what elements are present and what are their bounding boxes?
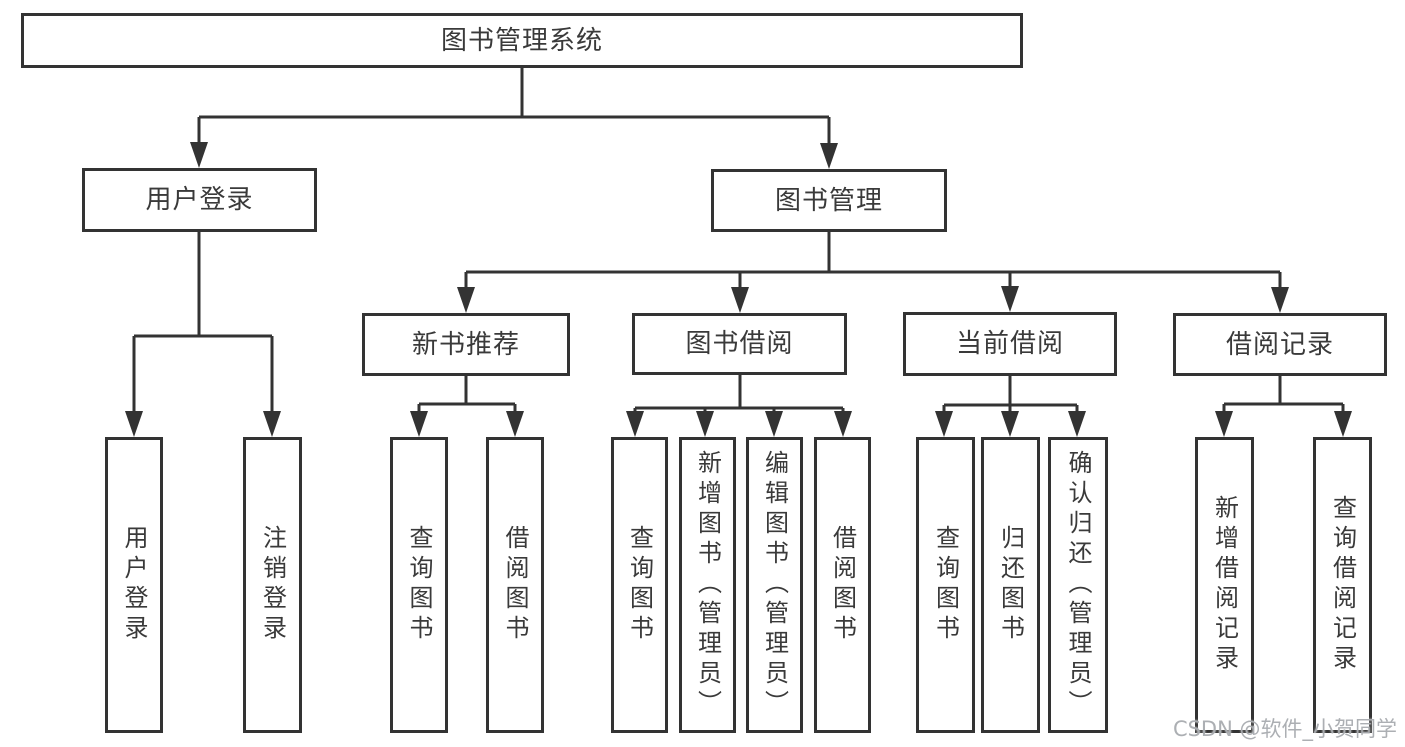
arrow-down-icon [1334,411,1352,437]
arrow-down-icon [765,411,783,437]
node-return-books: 归还图书 [981,437,1040,733]
arrow-down-icon [696,411,714,437]
node-edit-books-admin: 编辑图书（管理员） [746,437,803,733]
arrow-down-icon [1001,411,1019,437]
arrow-down-icon [506,411,524,437]
node-confirm-return-admin: 确认归还（管理员） [1048,437,1108,733]
arrow-down-icon [626,411,644,437]
arrow-down-icon [820,143,838,169]
arrow-down-icon [1001,286,1019,312]
node-borrow-books-recommend: 借阅图书 [486,437,544,733]
node-book-borrowing: 图书借阅 [632,313,847,375]
arrow-down-icon [190,142,208,168]
csdn-watermark: CSDN @软件_小贺同学 [1172,717,1397,741]
node-root: 图书管理系统 [21,13,1023,68]
node-logout: 注销登录 [243,437,302,733]
arrowheads [125,142,1352,437]
node-query-books-borrowing: 查询图书 [611,437,668,733]
node-query-borrow-record: 查询借阅记录 [1313,437,1372,733]
arrow-down-icon [263,411,281,437]
node-add-books-admin: 新增图书（管理员） [679,437,736,733]
node-current-borrowing: 当前借阅 [903,312,1117,376]
arrow-down-icon [125,411,143,437]
node-new-book-recommend: 新书推荐 [362,313,570,376]
node-book-management: 图书管理 [711,169,947,232]
node-user-login-group: 用户登录 [82,168,317,232]
arrow-down-icon [410,411,428,437]
arrow-down-icon [1068,411,1086,437]
arrow-down-icon [1215,411,1233,437]
node-query-books-recommend: 查询图书 [390,437,448,733]
arrow-down-icon [834,411,852,437]
arrow-down-icon [1271,287,1289,313]
node-query-books-current: 查询图书 [916,437,975,733]
node-borrow-records: 借阅记录 [1173,313,1387,376]
node-add-borrow-record: 新增借阅记录 [1195,437,1254,733]
arrow-down-icon [457,287,475,313]
arrow-down-icon [731,287,749,313]
node-borrow-books-borrowing: 借阅图书 [814,437,871,733]
arrow-down-icon [935,411,953,437]
node-user-login-leaf: 用户登录 [105,437,163,733]
